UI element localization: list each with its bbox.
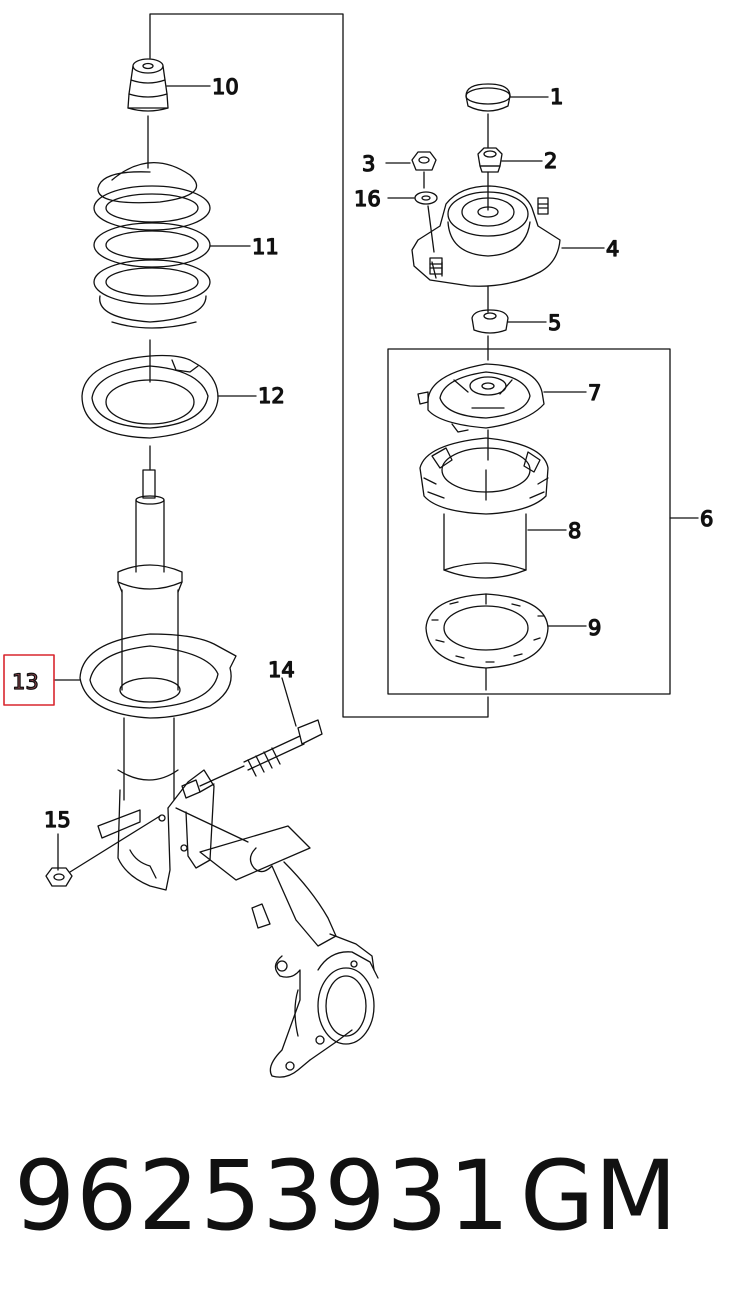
- strut-damper: [79, 445, 237, 891]
- steering-knuckle: [175, 807, 379, 1078]
- part-number: 96253931: [14, 1140, 511, 1252]
- coil-spring: [93, 162, 211, 329]
- highlight-box: [3, 654, 55, 706]
- callout-15: 15: [44, 808, 71, 832]
- top-nut: [477, 147, 503, 211]
- callout-3: 3: [362, 152, 375, 176]
- kit-box: [387, 348, 671, 695]
- bearing-plate: [417, 363, 545, 461]
- spring-seat: [81, 339, 219, 439]
- lock-nut: [45, 815, 161, 887]
- callout-5: 5: [548, 311, 561, 335]
- callout-1: 1: [550, 85, 563, 109]
- callout-16: 16: [354, 187, 381, 211]
- callout-11: 11: [252, 235, 279, 259]
- callout-7: 7: [588, 381, 601, 405]
- callout-8: 8: [568, 519, 581, 543]
- bump-stop: [127, 58, 169, 169]
- callout-14: 14: [268, 658, 295, 682]
- washer: [414, 191, 438, 253]
- bolt: [199, 677, 323, 787]
- dust-cap: [465, 83, 511, 149]
- callout-9: 9: [588, 616, 601, 640]
- frame-connector-line: [149, 13, 489, 718]
- brand-label: GM: [520, 1140, 678, 1252]
- seat-ring: [425, 593, 549, 691]
- bushing: [471, 309, 509, 361]
- callout-2: 2: [544, 149, 557, 173]
- strut-assembly-diagram: 10 11 12 14 15 1 2 3 16 4 5 7 6 8 9 13: [3, 13, 714, 1078]
- callout-4: 4: [606, 237, 619, 261]
- callout-12: 12: [258, 384, 285, 408]
- callout-6: 6: [700, 507, 713, 531]
- mount-nut: [411, 151, 437, 189]
- dust-boot: [419, 437, 549, 579]
- strut-mount: [411, 185, 561, 313]
- callout-13: 13: [12, 670, 39, 694]
- callout-10: 10: [212, 75, 239, 99]
